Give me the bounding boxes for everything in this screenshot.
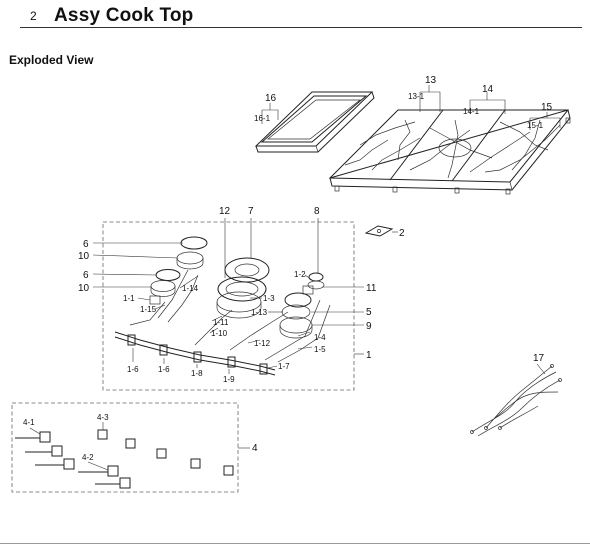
callout-13-1: 13-1: [408, 92, 425, 101]
assembly-1-boundary: [102, 221, 355, 391]
callout-2: 2: [399, 228, 405, 239]
callout-16: 16: [265, 93, 277, 104]
callout-1-10: 1-10: [211, 329, 228, 338]
callout-14: 14: [482, 84, 494, 95]
callout-9: 9: [366, 321, 372, 332]
callout-1-6-right: 1-6: [158, 365, 170, 374]
callout-17: 17: [533, 353, 545, 364]
callout-15: 15: [541, 102, 553, 113]
callout-5: 5: [366, 307, 372, 318]
page-number: 2: [30, 9, 37, 23]
callout-1-4: 1-4: [314, 333, 326, 342]
callout-1-12: 1-12: [254, 339, 271, 348]
callout-10-second: 10: [78, 283, 90, 294]
igniter-switches-part: [15, 429, 234, 489]
callout-6-top: 6: [83, 239, 89, 250]
callout-1-3: 1-3: [263, 294, 275, 303]
callout-4-2: 4-2: [82, 453, 94, 462]
callout-labels: 13 13-1 14 14-1 15 15-1 16 16-1 2 12 7 8…: [23, 75, 553, 462]
callout-6-second: 6: [83, 270, 89, 281]
bracket-part: [364, 225, 394, 237]
callout-10-top: 10: [78, 251, 90, 262]
callout-15-1: 15-1: [527, 121, 544, 130]
leader-lines: [29, 85, 561, 471]
callout-1-11: 1-11: [213, 318, 229, 327]
callout-1-8: 1-8: [191, 369, 203, 378]
footer-divider: [0, 543, 590, 544]
callout-1-14: 1-14: [182, 284, 199, 293]
wire-harness-part: [470, 364, 562, 437]
callout-4-1: 4-1: [23, 418, 35, 427]
callout-1-13: 1-13: [251, 308, 268, 317]
callout-4: 4: [252, 443, 258, 454]
callout-8: 8: [314, 206, 320, 217]
callout-4-3: 4-3: [97, 413, 109, 422]
callout-7: 7: [248, 206, 254, 217]
assembly-4-boundary: [11, 402, 239, 493]
callout-1-15: 1-15: [140, 305, 157, 314]
callout-11: 11: [366, 283, 377, 294]
callout-12: 12: [219, 206, 231, 217]
callout-1-9: 1-9: [223, 375, 235, 384]
callout-1-5: 1-5: [314, 345, 326, 354]
callout-1: 1: [366, 350, 372, 361]
section-title: Exploded View: [9, 53, 94, 67]
header-divider: [20, 27, 582, 28]
griddle-part: [254, 91, 375, 153]
page-title: Assy Cook Top: [54, 5, 194, 26]
callout-14-1: 14-1: [463, 107, 480, 116]
callout-1-7: 1-7: [278, 362, 290, 371]
gas-manifold-part: [114, 269, 331, 376]
callout-1-2: 1-2: [294, 270, 306, 279]
burner-grates-part: [328, 109, 571, 195]
callout-1-6-left: 1-6: [127, 365, 139, 374]
callout-13: 13: [425, 75, 437, 86]
callout-16-1: 16-1: [254, 114, 271, 123]
callout-1-1: 1-1: [123, 294, 135, 303]
burner-caps-part: [150, 236, 325, 339]
